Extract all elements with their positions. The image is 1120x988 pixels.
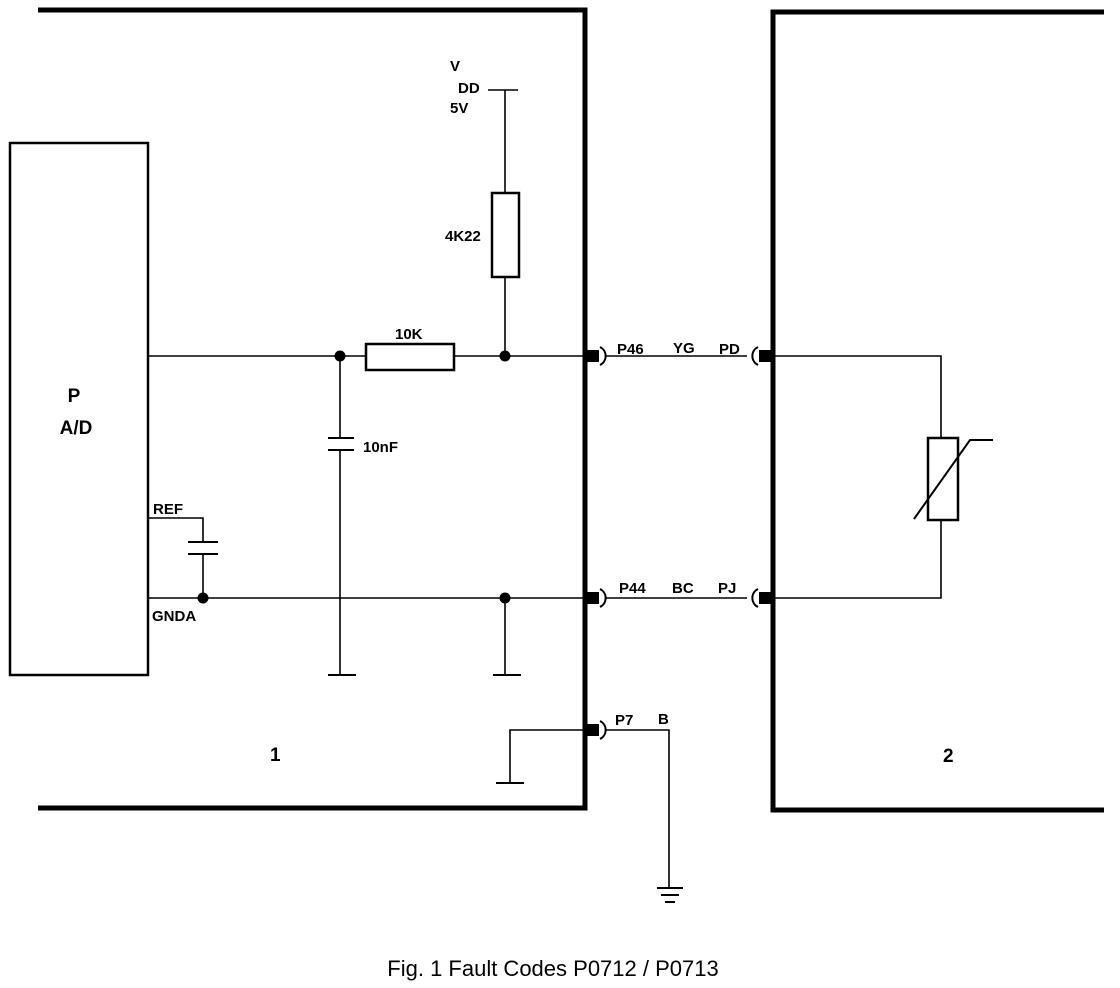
- wire-b: [605, 729, 670, 888]
- junction-dot: [334, 350, 346, 362]
- pin-pj-label: PJ: [718, 580, 736, 597]
- figure-caption: Fig. 1 Fault Codes P0712 / P0713: [387, 956, 718, 981]
- ref-label: REF: [153, 501, 183, 518]
- pin-pd-label: PD: [719, 341, 740, 358]
- gnda-label: GNDA: [152, 608, 196, 625]
- connector-pd-arc: [751, 346, 759, 366]
- pin-pj: [759, 592, 773, 604]
- connector-pj-arc: [751, 588, 759, 608]
- connector-p44-arc: [599, 588, 607, 608]
- junction-dot: [499, 592, 511, 604]
- junction-dot: [499, 350, 511, 362]
- resistor-10k-label: 10K: [395, 326, 423, 343]
- junction-dot: [197, 592, 209, 604]
- capacitor-10nf-label: 10nF: [363, 439, 398, 456]
- connector-p7-arc: [599, 720, 607, 740]
- sensor-wire-top: [773, 355, 942, 438]
- pin-p44-label: P44: [619, 580, 646, 597]
- module-2-boundary: [770, 9, 1104, 813]
- thermistor-slash: [913, 439, 993, 520]
- pin-p44: [585, 592, 599, 604]
- mcu-label-p: P: [68, 386, 81, 407]
- vdd-label-dd: DD: [458, 80, 480, 97]
- module-2-label: 2: [943, 746, 954, 767]
- pin-p46: [585, 350, 599, 362]
- microprocessor-box: [8, 141, 150, 677]
- module-1-label: 1: [270, 745, 281, 766]
- pin-p7: [585, 724, 599, 736]
- pin-p46-label: P46: [617, 341, 644, 358]
- resistor-4k22: [490, 191, 521, 279]
- resistor-10k: [364, 342, 456, 372]
- vdd-label-v: V: [450, 58, 460, 75]
- wire-yg-label: YG: [673, 340, 695, 357]
- wire-bc-label: BC: [672, 580, 694, 597]
- ref-wire: [148, 517, 204, 542]
- module-1-boundary: [38, 7, 588, 811]
- mcu-label-ad: A/D: [60, 418, 93, 439]
- resistor-4k22-label: 4K22: [445, 228, 481, 245]
- sensor-wire-bottom: [773, 520, 942, 599]
- p7-internal-wire: [509, 729, 585, 783]
- thermistor-sensor: [926, 436, 960, 522]
- connector-p46-arc: [599, 346, 607, 366]
- pin-pd: [759, 350, 773, 362]
- vdd-label-5v: 5V: [450, 100, 468, 117]
- pin-p7-label: P7: [615, 712, 633, 729]
- wire-b-label: B: [658, 711, 669, 728]
